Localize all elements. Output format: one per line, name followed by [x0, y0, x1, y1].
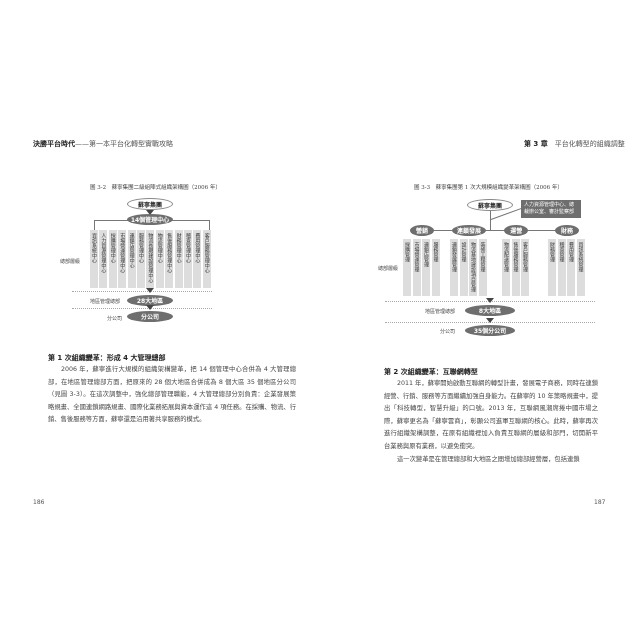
- org-column: 物流配送管理: [502, 239, 510, 296]
- org-node-region: 8大地區: [465, 305, 515, 316]
- org-column: 客戶服務管理: [521, 239, 529, 296]
- arrow-icon: [146, 288, 154, 293]
- org-column: 物流管理中心: [155, 230, 164, 288]
- org-column: 連鎖店管理中心: [127, 230, 136, 288]
- body-paragraph: 這一次變革是在管理總部和大地區之間增加總部經營層，包括連鎖: [397, 455, 580, 463]
- org-column: 物流基地建設項目管理: [469, 239, 477, 296]
- org-column: 費用管理中心: [193, 230, 202, 288]
- body-text: 2011 年，蘇寧開始啟動互聯網的轉型計畫，發展電子商務，同時在連鎖經營、行銷、…: [384, 378, 598, 466]
- org-column: 服務管理中心: [137, 230, 145, 288]
- org-node-top: 蘇寧集團: [127, 198, 173, 210]
- connector-line: [490, 211, 491, 231]
- org-group-node: 營銷: [410, 225, 434, 236]
- org-column: 稽查管理: [557, 239, 566, 296]
- org-column: 財務管理: [548, 239, 556, 296]
- org-column: 服務管理: [431, 239, 440, 296]
- org-column: 連鎖發展管理: [450, 239, 458, 296]
- org-column: 客戶服務管理中心: [202, 230, 211, 288]
- level-label-hq: 總部層級: [60, 259, 81, 265]
- page-number: 186: [33, 499, 45, 506]
- book-title: 決勝平台時代: [33, 140, 75, 148]
- level-label-branch: 分公司: [107, 316, 123, 322]
- connector-line: [209, 220, 210, 230]
- section-heading: 第 2 次組織變革：互聯網轉型: [384, 368, 478, 376]
- org-column: 採購管理中心: [108, 230, 117, 288]
- arrow-icon: [146, 210, 154, 215]
- arrow-icon: [486, 298, 494, 303]
- org-column: 設計管理: [459, 239, 468, 296]
- org-column: 採購管理: [403, 239, 411, 296]
- org-column: 物流長期建設管理中心: [146, 230, 155, 288]
- org-column: 連鎖店管理: [422, 239, 430, 296]
- org-node-top: 蘇寧集團: [467, 199, 513, 211]
- figure-caption: 圖 3-2 蘇寧集團二級組陣式組織架構圖（2006 年）: [90, 185, 221, 191]
- org-column: 售後服務管理中心: [165, 230, 174, 288]
- chapter-title: 平台化轉型的組織調整: [554, 140, 625, 148]
- level-label-hq: 總部層級: [378, 266, 399, 272]
- connector-line: [420, 230, 560, 231]
- figure-caption: 圖 3-3 蘇寧集團第 1 次大規模組織變革架構圖（2006 年）: [414, 185, 563, 191]
- org-group-node: 財務: [555, 225, 579, 236]
- org-column: 市場營運管理: [412, 239, 421, 296]
- level-label-region: 地區管理總部: [425, 309, 456, 315]
- body-paragraph: 2011 年，蘇寧開始啟動互聯網的轉型計畫，發展電子商務，同時在連鎖經營、行銷、…: [384, 380, 598, 450]
- org-node-region: 28大地區: [127, 295, 173, 306]
- org-column: 市場營運管理中心: [118, 230, 127, 288]
- running-header-right: 第 3 章 平台化轉型的組織調整: [524, 139, 625, 149]
- divider: [72, 291, 212, 292]
- divider: [72, 308, 212, 309]
- running-header-left: 決勝平台時代——第一本平台化轉型實戰攻略: [33, 139, 173, 149]
- org-group-node: 運營: [504, 225, 529, 236]
- chapter-number: 第 3 章: [524, 140, 548, 148]
- org-group-node: 連鎖發展: [452, 225, 486, 236]
- book-subtitle: ——第一本平台化轉型實戰攻略: [75, 140, 173, 148]
- org-column: 資訊系統中心: [90, 230, 98, 288]
- org-column: 費用管理: [567, 239, 575, 296]
- org-column: 人力資源管理中心: [99, 230, 108, 288]
- level-label-region: 地區管理總部: [90, 299, 121, 305]
- level-label-branch: 分公司: [440, 329, 456, 335]
- org-column: 稽查管理中心: [184, 230, 192, 288]
- org-node-branch: 分公司: [127, 311, 173, 322]
- org-column: 財務管理中心: [174, 230, 183, 288]
- arrow-icon: [146, 305, 154, 310]
- org-node-branch: 35個分公司: [465, 325, 515, 336]
- page-number: 187: [594, 499, 606, 506]
- org-node-center: 14個管理中心: [127, 214, 173, 225]
- org-column: 資訊系統管理: [576, 239, 585, 296]
- arrow-icon: [486, 318, 494, 323]
- section-heading: 第 1 次組織變革：形成 4 大管理總部: [48, 354, 166, 362]
- org-column: 裝修工程管理: [478, 239, 487, 296]
- body-paragraph: 2006 年，蘇寧進行大規模的組織架構變革，把 14 個管理中心合併為 4 大管…: [48, 366, 296, 424]
- connector-line: [94, 220, 95, 230]
- org-column: 售後服務管理: [511, 239, 520, 296]
- side-departments-box: 人力資源管理中心、總裁辦公室、審計監察部: [521, 200, 581, 218]
